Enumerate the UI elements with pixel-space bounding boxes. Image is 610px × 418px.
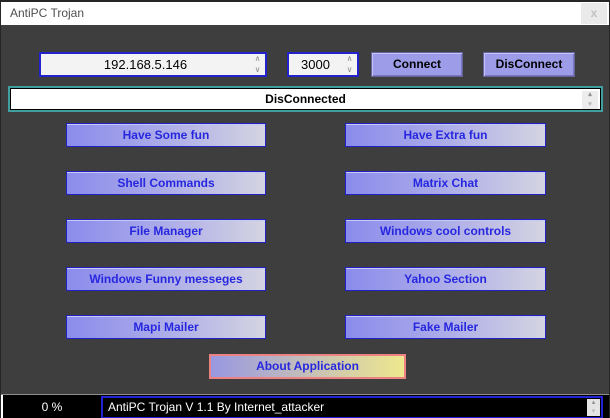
connection-status-box[interactable]: DisConnected ▴ ▾ — [8, 86, 603, 112]
port-spinner-up-icon[interactable]: ∧ — [346, 54, 353, 63]
button-shell-commands[interactable]: Shell Commands — [66, 171, 266, 195]
ip-spinner-down-icon[interactable]: ∨ — [254, 64, 261, 74]
scroll-down-icon[interactable]: ▾ — [588, 101, 592, 108]
marquee-scroll-down-icon[interactable]: ▾ — [591, 408, 596, 415]
marquee-text: AntiPC Trojan V 1.1 By Internet_attacker — [108, 400, 325, 414]
button-mapi-mailer[interactable]: Mapi Mailer — [66, 315, 266, 339]
ip-input[interactable] — [41, 54, 250, 75]
title-bar[interactable]: AntiPC Trojan x — [1, 2, 609, 25]
ip-field-wrapper: ∧ ∨ — [39, 52, 267, 77]
port-input[interactable] — [289, 54, 342, 75]
button-have-some-fun[interactable]: Have Some fun — [66, 123, 266, 147]
port-spinner: ∧ ∨ — [342, 54, 357, 75]
scroll-up-icon[interactable]: ▴ — [588, 91, 592, 98]
port-spinner-down-icon[interactable]: ∨ — [346, 64, 353, 74]
connection-status-text: DisConnected — [265, 92, 346, 106]
button-have-extra-fun[interactable]: Have Extra fun — [345, 123, 546, 147]
status-scrollbar[interactable]: ▴ ▾ — [582, 91, 598, 109]
bottom-status-bar: 0 % AntiPC Trojan V 1.1 By Internet_atta… — [1, 394, 609, 418]
button-fake-mailer[interactable]: Fake Mailer — [345, 315, 546, 339]
close-icon[interactable]: x — [581, 3, 607, 24]
client-area: ∧ ∨ ∧ ∨ Connect DisConnect DisConnected … — [1, 25, 609, 418]
port-field-wrapper: ∧ ∨ — [287, 52, 359, 77]
disconnect-button[interactable]: DisConnect — [483, 52, 575, 77]
marquee-box[interactable]: AntiPC Trojan V 1.1 By Internet_attacker… — [101, 396, 603, 418]
button-file-manager[interactable]: File Manager — [66, 219, 266, 243]
marquee-scroll-up-icon[interactable]: ▴ — [591, 399, 596, 406]
ip-spinner: ∧ ∨ — [250, 54, 265, 75]
button-windows-funny-messeges[interactable]: Windows Funny messeges — [66, 267, 266, 291]
connect-button[interactable]: Connect — [371, 52, 463, 77]
button-matrix-chat[interactable]: Matrix Chat — [345, 171, 546, 195]
about-application-button[interactable]: About Application — [209, 354, 406, 379]
button-yahoo-section[interactable]: Yahoo Section — [345, 267, 546, 291]
button-windows-cool-controls[interactable]: Windows cool controls — [345, 219, 546, 243]
marquee-scrollbar[interactable]: ▴ ▾ — [587, 399, 600, 416]
window-title: AntiPC Trojan — [10, 6, 85, 20]
progress-indicator: 0 % — [1, 395, 101, 418]
ip-spinner-up-icon[interactable]: ∧ — [254, 54, 261, 63]
